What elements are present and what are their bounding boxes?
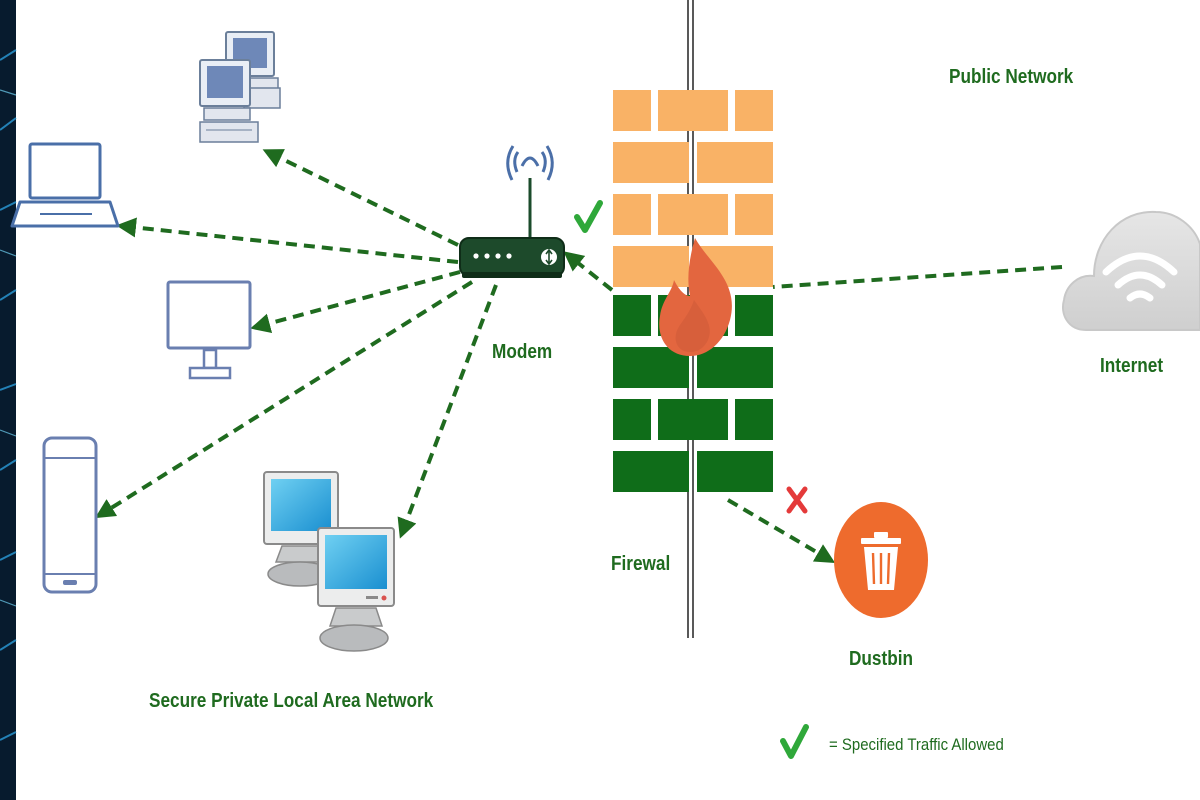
cloud-wifi-icon xyxy=(1062,210,1200,331)
dustbin-icon xyxy=(834,502,928,618)
modem-label: Modem xyxy=(492,341,553,363)
arrow-to-laptop xyxy=(116,217,459,264)
allowed-check-icon xyxy=(574,200,603,233)
arrow-internet-to-firewall xyxy=(772,265,1063,289)
dustbin-label: Dustbin xyxy=(849,648,914,670)
arrow-to-phone xyxy=(94,280,474,519)
phone-icon xyxy=(42,436,98,594)
arrow-firewall-to-dustbin xyxy=(726,498,836,564)
firewall-label: Firewal xyxy=(611,553,671,575)
connection-arrows xyxy=(94,149,1063,564)
monitor-icon xyxy=(166,280,252,380)
legend-check-icon xyxy=(780,724,809,759)
laptop-icon xyxy=(10,142,120,228)
arrow-firewall-to-modem xyxy=(563,251,614,292)
internet-label: Internet xyxy=(1100,355,1164,377)
flame-icon xyxy=(659,238,732,356)
lan-label: Secure Private Local Area Network xyxy=(149,690,434,712)
modem-icon xyxy=(459,145,565,278)
arrow-to-desktops xyxy=(397,284,498,539)
arrow-to-monitor xyxy=(250,270,461,334)
left-edge-image-strip xyxy=(0,0,17,800)
workstations-icon xyxy=(199,31,281,143)
arrow-to-workstations xyxy=(262,149,459,247)
legend-allowed-text: = Specified Traffic Allowed xyxy=(829,735,1004,754)
blocked-cross-icon xyxy=(786,486,808,514)
desktops-icon xyxy=(263,471,395,652)
public-network-label: Public Network xyxy=(949,66,1074,88)
